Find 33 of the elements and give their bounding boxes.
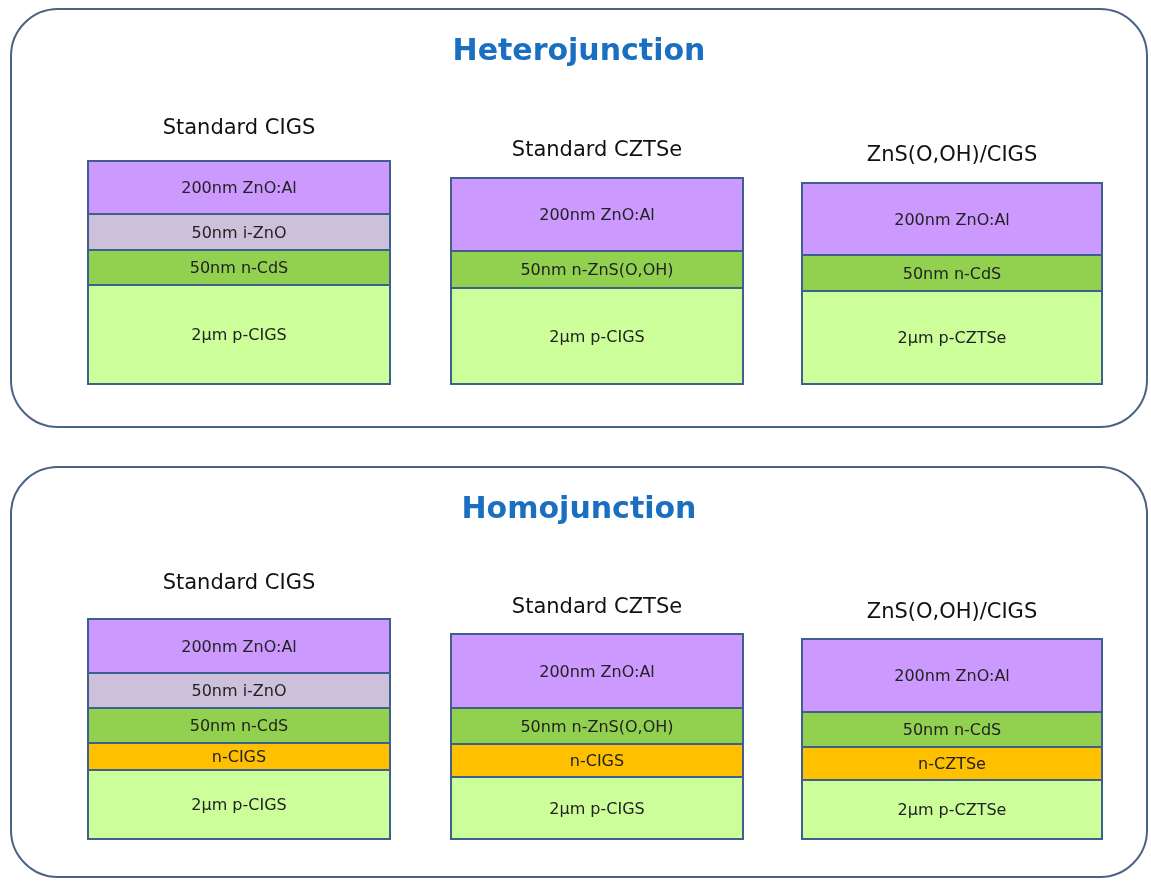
material-layer: 2μm p-CIGS — [87, 769, 391, 840]
material-layer: 2μm p-CIGS — [87, 284, 391, 385]
material-layer: 2μm p-CIGS — [450, 287, 744, 385]
panel-title: Homojunction — [461, 490, 697, 525]
material-layer: n-CIGS — [87, 742, 391, 771]
material-layer: 50nm n-CdS — [87, 249, 391, 286]
material-layer: 50nm n-CdS — [801, 254, 1103, 292]
material-layer: 50nm n-CdS — [801, 711, 1103, 748]
panel-title: Heterojunction — [452, 32, 706, 67]
material-layer: n-CZTSe — [801, 746, 1103, 781]
stack-heading: ZnS(O,OH)/CIGS — [866, 599, 1038, 623]
material-layer: 2μm p-CIGS — [450, 776, 744, 840]
material-layer: n-CIGS — [450, 743, 744, 778]
panel — [10, 8, 1148, 428]
material-layer: 200nm ZnO:Al — [801, 182, 1103, 256]
stack-heading: Standard CZTSe — [511, 594, 683, 618]
material-layer: 200nm ZnO:Al — [87, 618, 391, 674]
material-layer: 50nm i-ZnO — [87, 213, 391, 251]
stack-heading: Standard CZTSe — [511, 137, 683, 161]
material-layer: 50nm n-CdS — [87, 707, 391, 744]
material-layer: 200nm ZnO:Al — [87, 160, 391, 215]
material-layer: 50nm n-ZnS(O,OH) — [450, 250, 744, 289]
material-layer: 50nm i-ZnO — [87, 672, 391, 709]
material-layer: 200nm ZnO:Al — [450, 177, 744, 252]
material-layer: 50nm n-ZnS(O,OH) — [450, 707, 744, 745]
material-layer: 200nm ZnO:Al — [801, 638, 1103, 713]
panel — [10, 466, 1148, 878]
material-layer: 2μm p-CZTSe — [801, 290, 1103, 385]
stack-heading: Standard CIGS — [162, 570, 316, 594]
material-layer: 200nm ZnO:Al — [450, 633, 744, 709]
material-layer: 2μm p-CZTSe — [801, 779, 1103, 840]
stack-heading: Standard CIGS — [162, 115, 316, 139]
stack-heading: ZnS(O,OH)/CIGS — [866, 142, 1038, 166]
